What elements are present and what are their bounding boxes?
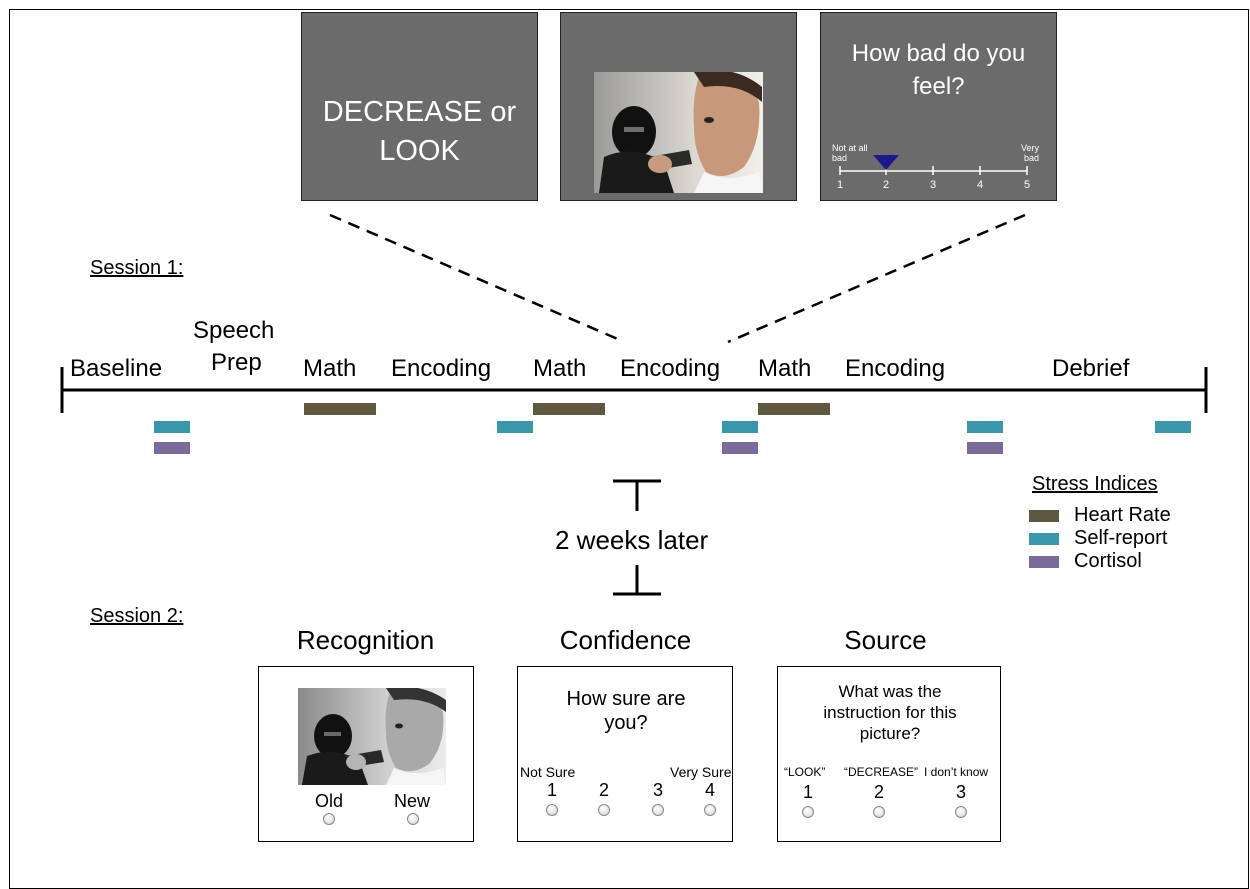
legend: Stress Indices Heart Rate Self-report Co… [1020,470,1220,580]
phase-encoding-3: Encoding [845,355,946,382]
rating-low-label: Not at all bad [832,143,868,163]
stimulus-photo [594,72,763,193]
cortisol-bar-1 [154,442,190,454]
recognition-title: Recognition [296,625,435,655]
self-report-bar-2 [497,421,533,433]
phase-speech-prep-line1: Speech [193,317,275,344]
source-radio-2[interactable] [873,806,885,818]
source-choice-look: “LOOK” [784,765,826,779]
confidence-screen: How sure are you? Not Sure Very Sure 1 2… [517,666,733,842]
confidence-option-3: 3 [652,780,663,800]
recognition-radio-new[interactable] [407,813,419,825]
session-2-label: Session 2: [90,605,184,627]
rating-question: How bad do you feel? [851,40,1026,100]
confidence-high-label: Very Sure [670,764,732,780]
source-option-1: 1 [802,782,813,802]
confidence-radio-4[interactable] [704,804,716,816]
self-report-bar-1 [154,421,190,433]
legend-title: Stress Indices [1032,473,1158,495]
self-report-bar-3 [722,421,758,433]
recognition-option-old: Old [314,791,343,811]
heart-rate-bar-math-2 [533,403,605,415]
source-title: Source [844,625,927,655]
interval-label: 2 weeks later [555,525,709,555]
legend-self-report-swatch [1029,533,1059,545]
cortisol-bar-2 [722,442,758,454]
rating-tick-1: 1 [836,179,844,191]
confidence-question: How sure are you? [566,688,686,734]
phase-speech-prep-line2: Prep [211,349,262,376]
rating-tick-5: 5 [1023,179,1031,191]
recognition-option-new: New [393,791,430,811]
rating-scale [839,155,1028,175]
picture-screen [560,12,797,201]
self-report-bar-4 [967,421,1003,433]
rating-tick-3: 3 [929,179,937,191]
phase-encoding-2: Encoding [620,355,721,382]
source-radio-1[interactable] [802,806,814,818]
source-choice-decrease: “DECREASE” [844,765,919,779]
phase-math-1: Math [303,355,357,382]
recognition-screen: Old New [258,666,474,842]
source-option-3: 3 [955,782,966,802]
source-question: What was the instruction for this pictur… [823,682,957,743]
phase-baseline: Baseline [70,355,163,382]
phase-encoding-1: Encoding [391,355,492,382]
instruction-screen: DECREASE or LOOK [301,12,538,201]
cortisol-bar-3 [967,442,1003,454]
phase-debrief: Debrief [1052,355,1130,382]
legend-heart-rate-swatch [1029,510,1059,522]
legend-heart-rate-label: Heart Rate [1074,504,1171,526]
source-screen: What was the instruction for this pictur… [777,666,1001,842]
confidence-option-2: 2 [598,780,609,800]
rating-tick-2: 2 [882,179,890,191]
heart-rate-bar-math-3 [758,403,830,415]
confidence-radio-3[interactable] [652,804,664,816]
confidence-title: Confidence [559,625,692,655]
source-option-2: 2 [873,782,884,802]
recognition-radio-old[interactable] [323,813,335,825]
self-report-bar-5 [1155,421,1191,433]
confidence-radio-2[interactable] [598,804,610,816]
confidence-radio-1[interactable] [546,804,558,816]
source-choice-dont-know: I don’t know [924,765,989,779]
rating-tick-4: 4 [976,179,984,191]
confidence-low-label: Not Sure [520,764,576,780]
phase-math-3: Math [758,355,812,382]
rating-screen: How bad do you feel? Not at all bad Very… [820,12,1057,201]
rating-marker-icon [873,155,899,170]
legend-cortisol-swatch [1029,556,1059,568]
rating-high-label: Very bad [1020,143,1039,163]
confidence-option-1: 1 [546,780,557,800]
legend-cortisol-label: Cortisol [1074,550,1142,572]
session-1-label: Session 1: [90,257,184,279]
confidence-option-4: 4 [704,780,715,800]
heart-rate-bar-math-1 [304,403,376,415]
source-radio-3[interactable] [955,806,967,818]
instruction-text: DECREASE or LOOK [322,96,517,167]
recognition-photo [298,688,446,785]
legend-self-report-label: Self-report [1074,527,1168,549]
phase-math-2: Math [533,355,587,382]
